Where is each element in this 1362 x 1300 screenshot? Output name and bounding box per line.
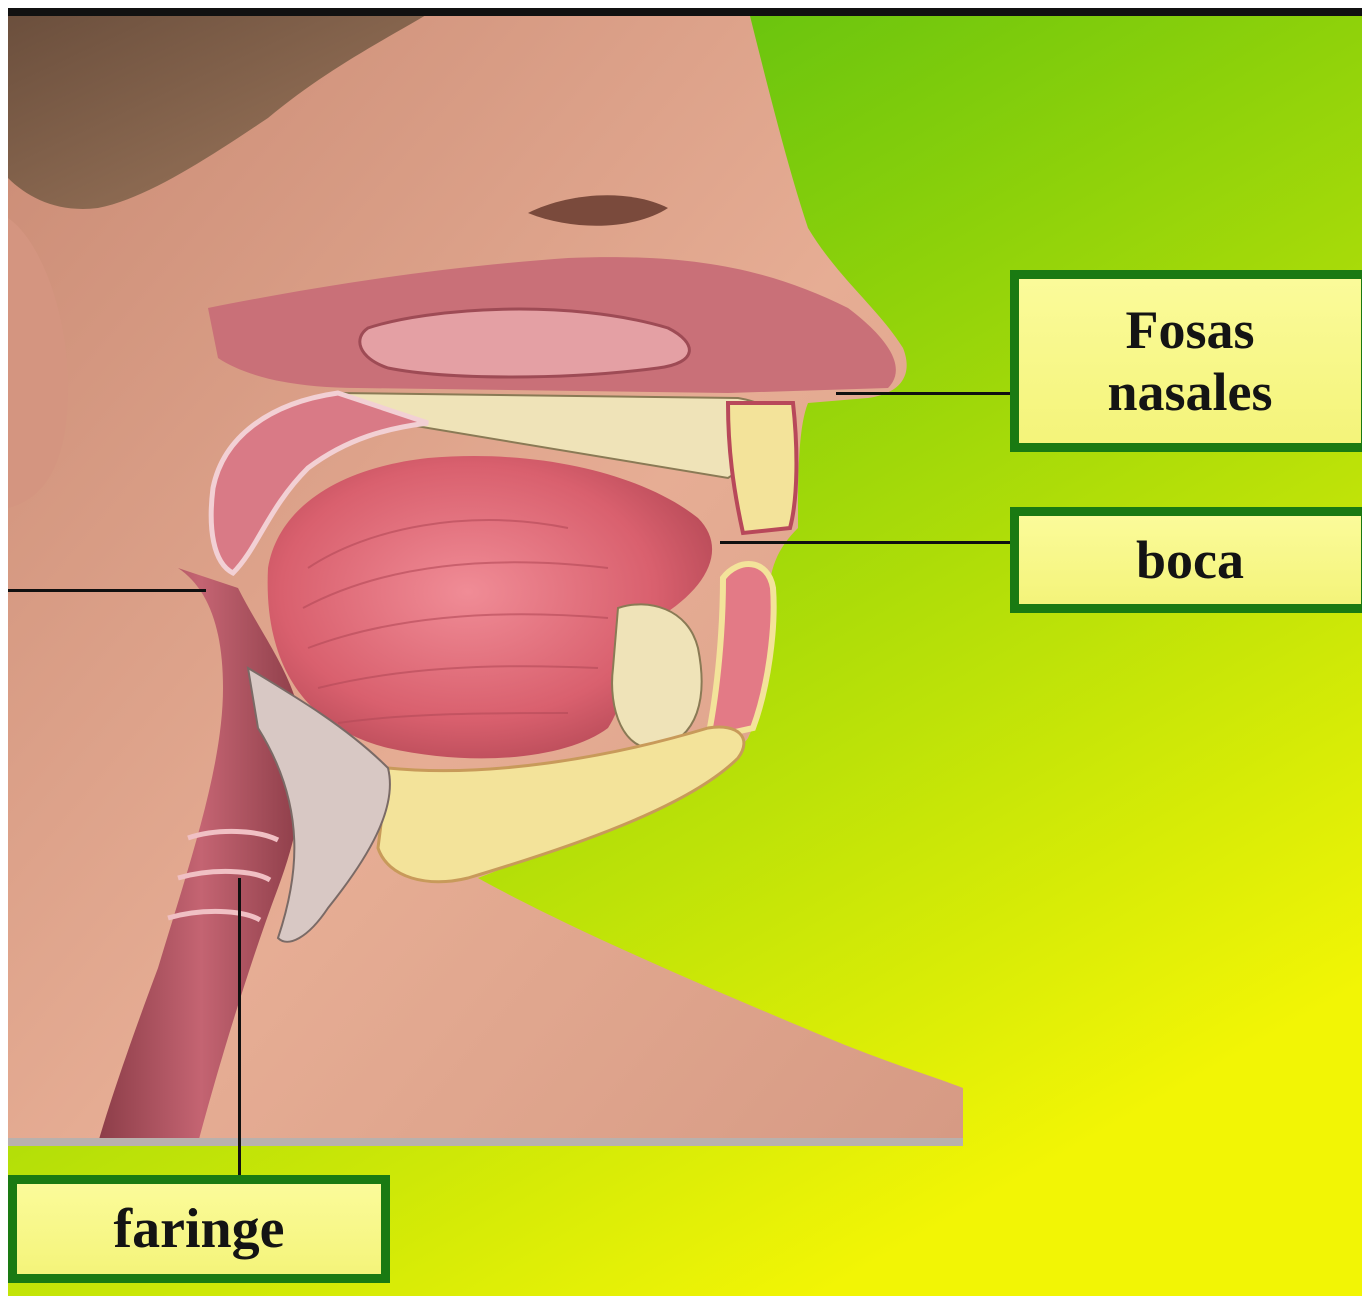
- nasal-turbinate: [360, 309, 690, 377]
- leader-line-fosas-nasales: [836, 392, 1012, 395]
- base-strip: [8, 1138, 963, 1146]
- label-fosas-nasales-line1: Fosas: [1125, 299, 1254, 361]
- label-faringe-text: faringe: [113, 1197, 284, 1261]
- head-sagittal-section-illustration: [8, 8, 1362, 1296]
- leader-line-faringe: [238, 878, 241, 1176]
- upper-lip: [728, 403, 796, 533]
- label-boca-text: boca: [1136, 529, 1244, 591]
- mandible: [612, 604, 702, 748]
- label-boca: boca: [1010, 507, 1362, 613]
- leader-line-pharynx-left: [8, 589, 206, 592]
- label-fosas-nasales-line2: nasales: [1107, 361, 1272, 423]
- label-fosas-nasales: Fosas nasales: [1010, 270, 1362, 452]
- label-faringe: faringe: [8, 1175, 390, 1283]
- leader-line-boca: [720, 541, 1012, 544]
- top-border: [8, 8, 1362, 16]
- diagram-canvas: Fosas nasales boca faringe: [8, 8, 1362, 1296]
